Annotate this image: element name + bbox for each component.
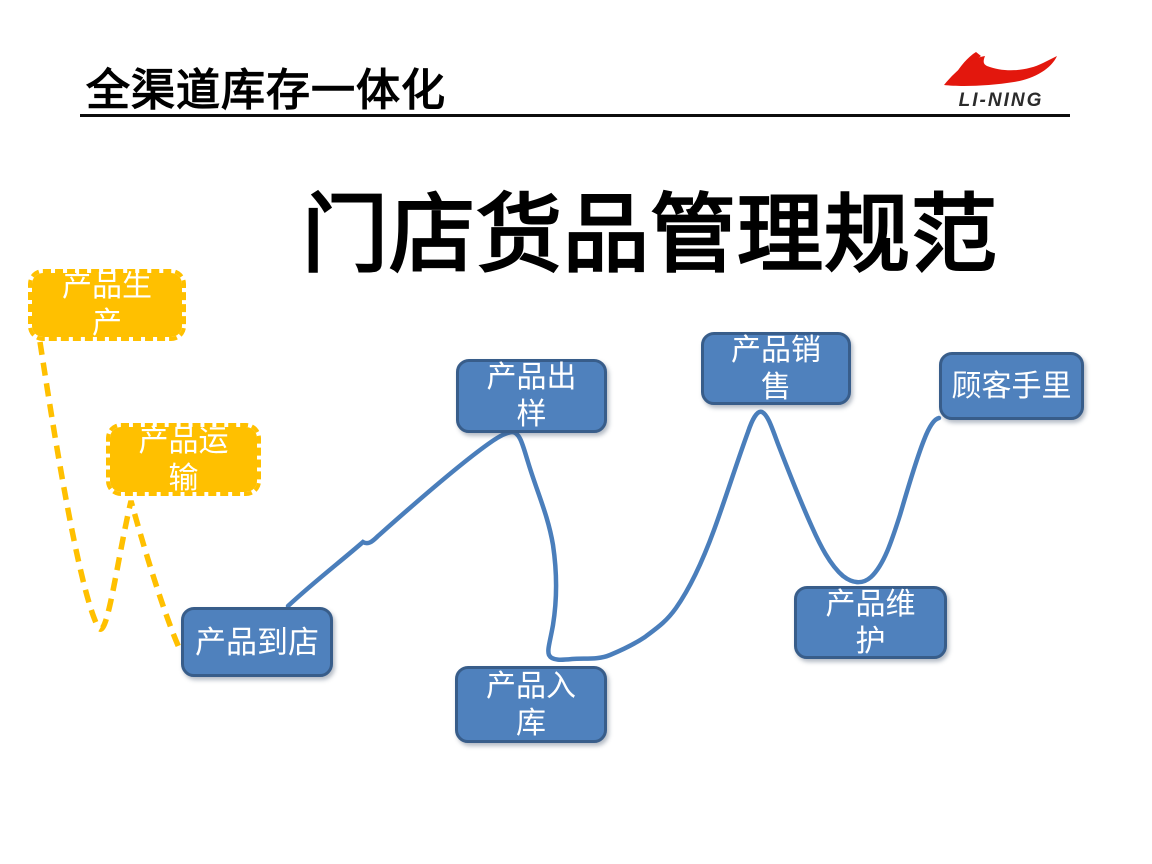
node-label: 库: [516, 706, 546, 740]
flow-curve-yellow-dashed: [37, 341, 183, 652]
node-label: 产: [92, 307, 122, 340]
node-label: 产品出: [486, 361, 577, 394]
lining-logo: LI-NING: [936, 50, 1066, 112]
header-title: 全渠道库存一体化: [86, 66, 446, 115]
node-label: 护: [855, 624, 886, 658]
node-label: 产品入: [486, 669, 576, 703]
node-product-production: 产品生 产: [28, 269, 186, 341]
flow-curve-blue: [285, 409, 942, 663]
node-product-arrive-store: 产品到店: [181, 607, 333, 677]
node-product-display-sample: 产品出 样: [456, 359, 607, 433]
node-label: 产品运: [138, 424, 229, 458]
node-product-maintenance: 产品维 护: [794, 586, 947, 659]
node-label: 样: [516, 398, 547, 431]
node-product-warehouse-in: 产品入 库: [455, 666, 607, 743]
node-label: 产品到店: [195, 624, 319, 660]
node-label: 售: [761, 370, 791, 404]
node-label: 输: [168, 461, 199, 495]
node-label: 产品销: [731, 333, 821, 367]
header-divider: [80, 114, 1070, 117]
lining-swoosh-icon: [944, 52, 1057, 86]
node-product-sales: 产品销 售: [701, 332, 851, 405]
node-customer-hands: 顾客手里: [939, 352, 1084, 420]
node-label: 产品维: [825, 587, 916, 621]
page-title: 门店货品管理规范: [302, 187, 998, 283]
node-label: 产品生: [62, 270, 152, 303]
lining-logo-text: LI-NING: [958, 90, 1044, 111]
node-product-transport: 产品运 输: [106, 423, 261, 496]
node-label: 顾客手里: [951, 369, 1072, 403]
